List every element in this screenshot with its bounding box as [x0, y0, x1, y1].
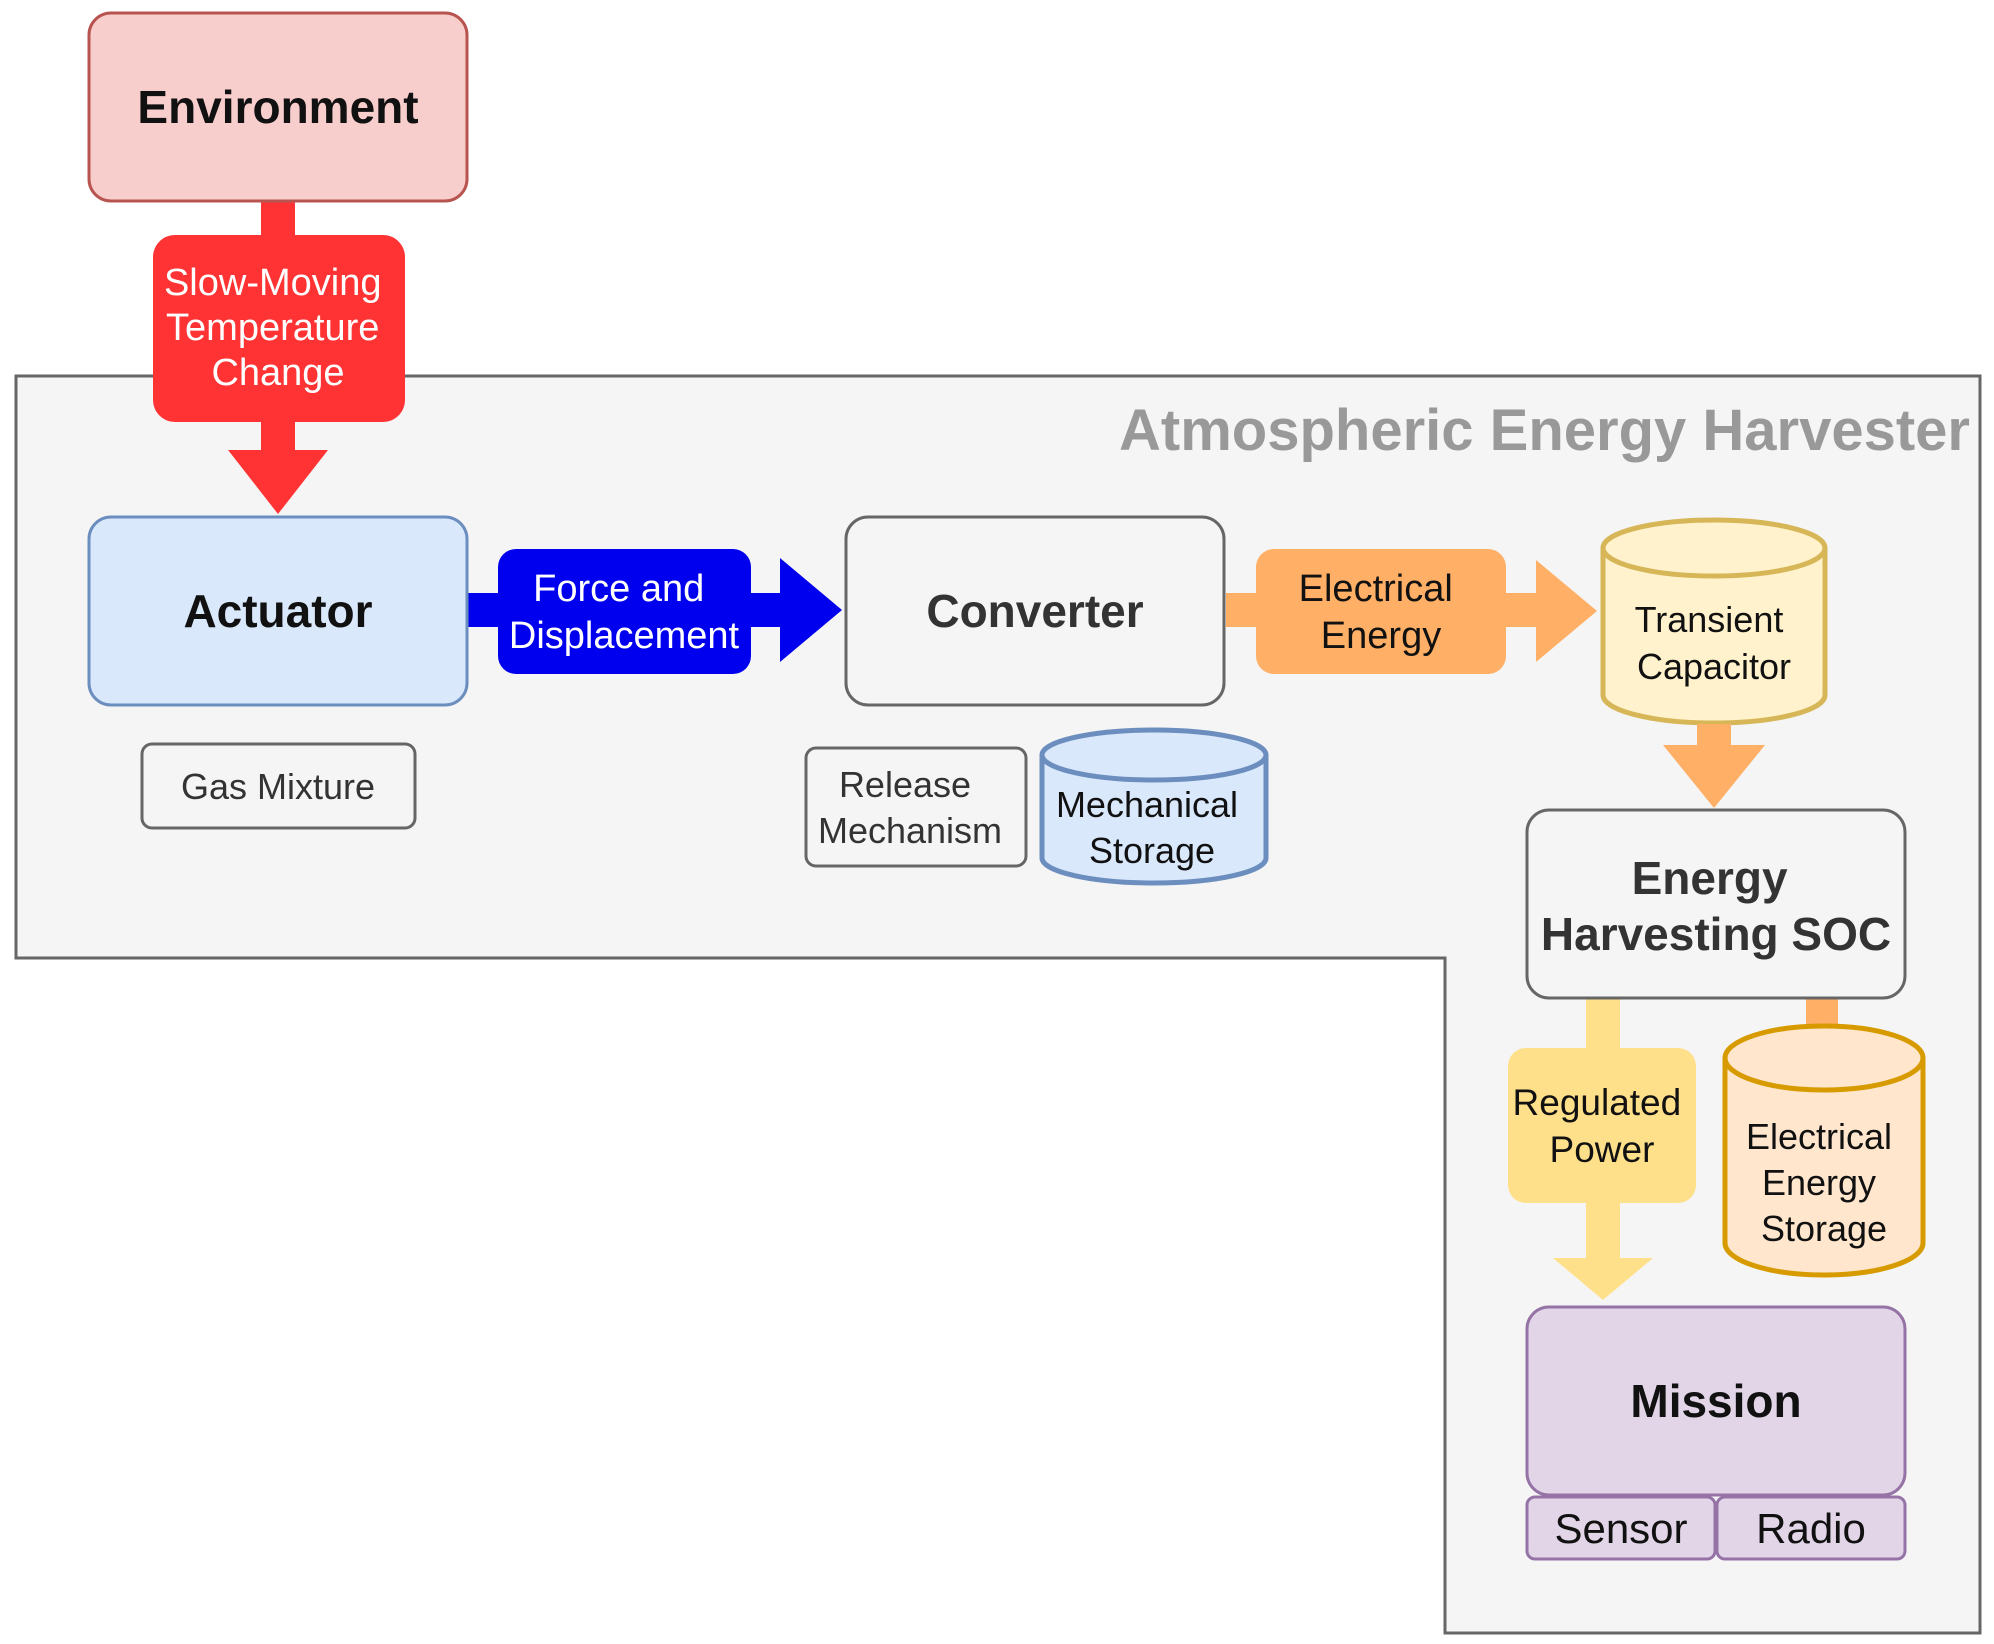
converter-node[interactable]: Converter: [844, 515, 1226, 707]
radio-component[interactable]: Radio: [1715, 1495, 1907, 1561]
electrical-energy-storage-label: Electrical Energy Storage: [1746, 1116, 1902, 1249]
electrical-flow-label: Electrical Energy: [1299, 568, 1464, 657]
electrical-flow-label-box: [1256, 549, 1506, 674]
temperature-flow-arrow: Slow-Moving Temperature Change: [153, 200, 405, 514]
electrical-energy-storage-component[interactable]: Electrical Energy Storage: [1722, 1023, 1926, 1278]
regulated-power-arrow: Regulated Power: [1508, 994, 1696, 1300]
electrical-flow-arrow: Electrical Energy: [1226, 549, 1597, 674]
environment-label: Environment: [137, 81, 418, 133]
mission-label: Mission: [1630, 1375, 1801, 1427]
electrical-energy-storage-cylinder: [1722, 1058, 1926, 1278]
sensor-label: Sensor: [1554, 1505, 1687, 1552]
transient-capacitor-cylinder: [1600, 548, 1828, 726]
transient-capacitor-label: Transient Capacitor: [1635, 599, 1794, 687]
regulated-power-label-box: [1508, 1048, 1696, 1203]
transient-capacitor-component[interactable]: Transient Capacitor: [1600, 517, 1828, 726]
mechanical-storage-component[interactable]: Mechanical Storage: [1039, 727, 1269, 886]
converter-label: Converter: [926, 585, 1143, 637]
radio-label: Radio: [1756, 1505, 1866, 1552]
harvester-title: Atmospheric Energy Harvester: [1119, 398, 1970, 463]
temperature-flow-label: Slow-Moving Temperature Change: [164, 262, 392, 394]
capacitor-to-soc-arrow: [1663, 724, 1765, 808]
soc-node[interactable]: Energy Harvesting SOC: [1525, 808, 1907, 1000]
mechanical-storage-cylinder: [1039, 755, 1269, 886]
release-mechanism-component[interactable]: Release Mechanism: [804, 746, 1028, 868]
temperature-flow-label-box: [153, 235, 405, 422]
mission-node[interactable]: Mission: [1525, 1305, 1907, 1497]
environment-node[interactable]: Environment: [87, 11, 469, 203]
actuator-label: Actuator: [183, 585, 372, 637]
gas-mixture-component[interactable]: Gas Mixture: [140, 742, 417, 830]
soc-label: Energy Harvesting SOC: [1541, 852, 1891, 960]
regulated-power-label: Regulated Power: [1513, 1082, 1692, 1170]
force-flow-arrow: Force and Displacement: [466, 549, 842, 674]
mechanical-storage-label: Mechanical Storage: [1056, 784, 1248, 871]
actuator-node[interactable]: Actuator: [87, 515, 469, 707]
sensor-component[interactable]: Sensor: [1525, 1495, 1717, 1561]
gas-mixture-label: Gas Mixture: [181, 766, 375, 807]
force-flow-label: Force and Displacement: [509, 568, 740, 657]
force-flow-label-box: [498, 549, 751, 674]
harvester-container: [14, 374, 1982, 1635]
release-mechanism-label: Release Mechanism: [818, 764, 1002, 851]
